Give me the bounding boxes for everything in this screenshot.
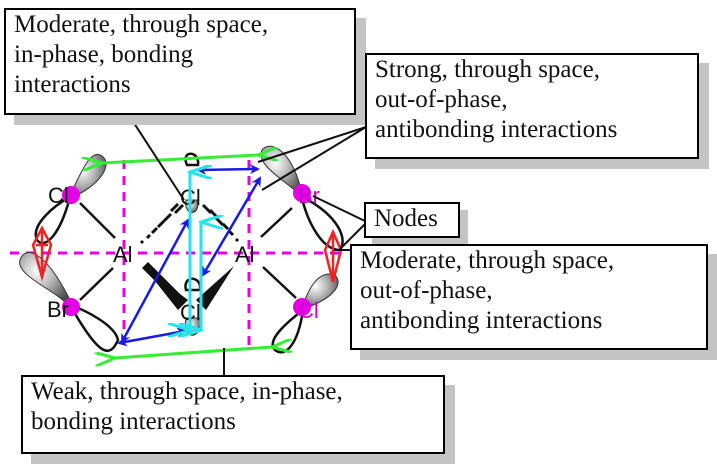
callout-line: out-of-phase,: [375, 86, 508, 113]
al-left-label: Al: [113, 242, 133, 267]
atom-dots: [62, 184, 311, 316]
callout-moderate-antibonding: Moderate, through space, out-of-phase, a…: [350, 244, 708, 350]
callout-line: Nodes: [374, 205, 438, 232]
br-right-terminal-label: Br: [298, 183, 320, 208]
bonds: [79, 202, 297, 301]
callout-nodes: Nodes: [364, 202, 460, 238]
node-arrows: [31, 225, 343, 283]
callout-line: Weak, through space, in-phase,: [31, 378, 343, 405]
callout-line: in-phase, bonding: [14, 41, 194, 68]
green-bonding-arrows: [102, 155, 272, 358]
callout-line: antibonding interactions: [360, 307, 603, 334]
callout-line: Strong, through space,: [375, 56, 600, 83]
cl-left-terminal-label: Cl: [48, 183, 69, 208]
br-left-terminal-label: Br: [47, 297, 69, 322]
callout-line: Moderate, through space,: [360, 247, 615, 274]
cl-right-terminal-label: Cl: [298, 298, 319, 323]
callout-weak-bonding: Weak, through space, in-phase, bonding i…: [21, 375, 445, 454]
al-right-label: Al: [235, 242, 255, 267]
callout-line: antibonding interactions: [375, 116, 618, 143]
callout-line: Moderate, through space,: [14, 11, 269, 38]
callout-strong-antibonding: Strong, through space, out-of-phase, ant…: [365, 53, 699, 159]
cyan-bridge-arrows: [190, 172, 201, 330]
callout-line: bonding interactions: [31, 408, 236, 435]
callout-line: interactions: [14, 71, 131, 98]
callout-moderate-bonding: Moderate, through space, in-phase, bondi…: [4, 8, 356, 115]
callout-line: out-of-phase,: [360, 277, 493, 304]
